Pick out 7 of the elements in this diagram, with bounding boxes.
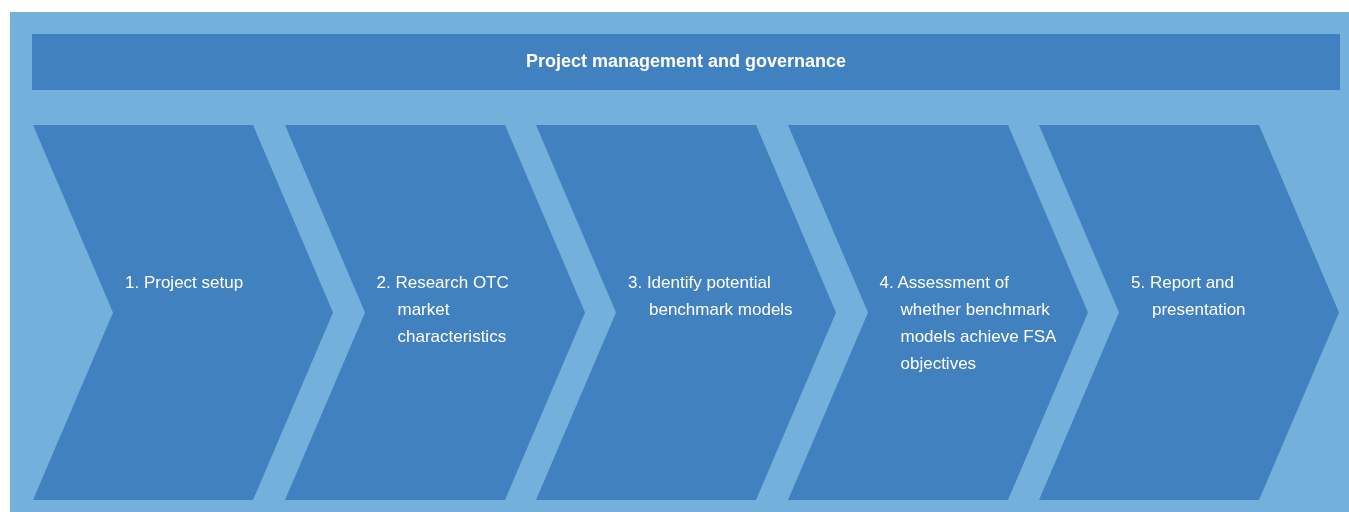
banner-title: Project management and governance <box>524 50 848 73</box>
step-label: 2. Research OTC market characteristics <box>376 272 510 348</box>
step-label: 5. Report and presentation <box>1131 272 1247 321</box>
step-label: 1. Project setup <box>125 272 245 294</box>
header-banner <box>32 34 1340 90</box>
step-label: 4. Assessment of whether benchmark models achieve FSA objectives <box>879 272 1057 375</box>
step-label: 3. Identify potential benchmark models <box>628 272 794 321</box>
